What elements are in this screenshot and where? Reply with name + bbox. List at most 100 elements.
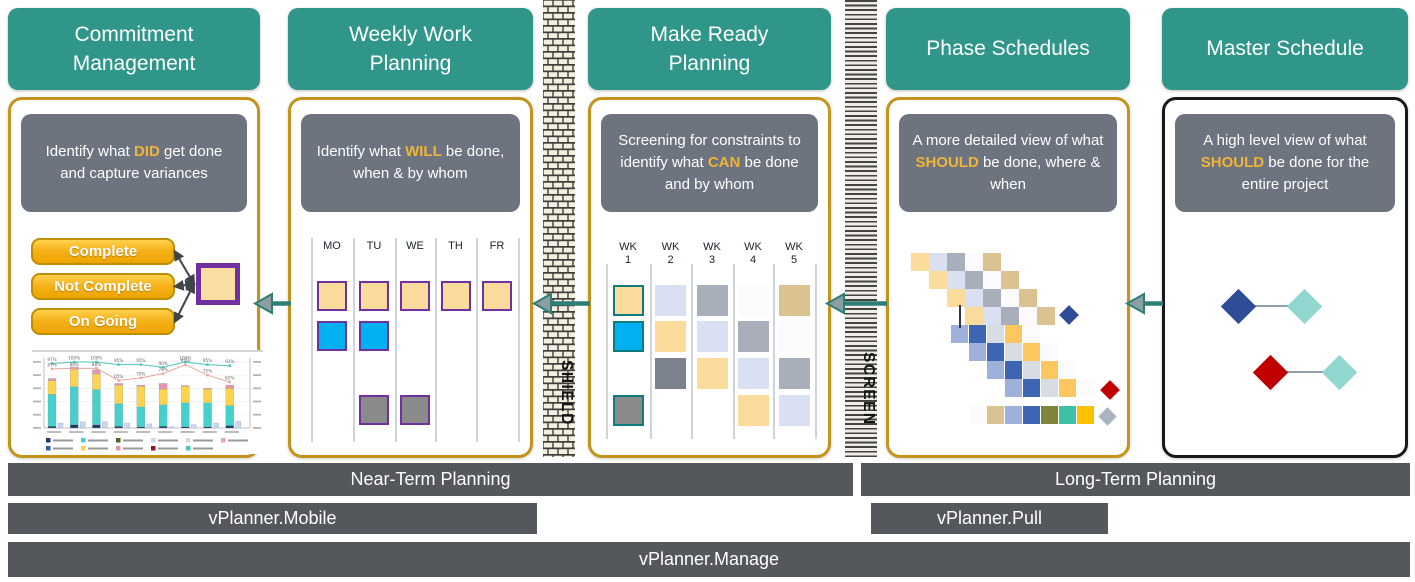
- svg-text:100%: 100%: [90, 356, 102, 361]
- column-title: Master Schedule: [1206, 37, 1364, 61]
- column-header-master-schedule: Master Schedule: [1162, 8, 1408, 90]
- desc-box-commitment: Identify what DID get done and capture v…: [21, 114, 247, 212]
- milestone-diamond: [1286, 288, 1322, 324]
- column-header-make-ready-planning: Make Ready Planning: [588, 8, 831, 90]
- milestone-diamond: [1220, 288, 1256, 324]
- screen-label: SCREEN: [860, 352, 877, 426]
- task-card: [737, 358, 769, 389]
- band-long-term-planning: Long-Term Planning: [861, 463, 1410, 496]
- phase-gantt-mosaic: [889, 100, 1133, 461]
- gantt-connector-line: [959, 305, 961, 328]
- svg-text:97%: 97%: [47, 357, 56, 362]
- svg-text:100%: 100%: [68, 356, 80, 361]
- gantt-cell: [911, 253, 929, 271]
- task-card: [612, 321, 644, 352]
- gantt-cell: [1019, 289, 1037, 307]
- gantt-cell: [1022, 406, 1041, 424]
- gantt-cell: [1022, 379, 1041, 397]
- svg-text:65%: 65%: [114, 374, 123, 379]
- day-column-divider: [435, 238, 437, 442]
- gantt-cell: [968, 325, 987, 343]
- gantt-cell: [968, 406, 987, 424]
- column-header-commitment-management: Commitment Management: [8, 8, 260, 90]
- week-column-divider: [691, 264, 693, 439]
- task-card: [655, 358, 686, 389]
- gantt-cell: [929, 253, 947, 271]
- column-title: Phase Schedules: [926, 37, 1090, 61]
- keyword-should: SHOULD: [1200, 154, 1265, 172]
- svg-text:95%: 95%: [181, 358, 190, 363]
- gantt-cell: [1004, 361, 1023, 379]
- gantt-cell: [1001, 271, 1019, 289]
- gantt-cell: [986, 361, 1005, 379]
- ppc-metrics-chart: 97%100%100%95%95%90%100%95%93%87%88%88%6…: [28, 350, 265, 454]
- task-card: [612, 285, 644, 316]
- desc-text: Identify what DID get done and capture v…: [45, 143, 223, 182]
- gantt-cell: [1001, 289, 1019, 307]
- week-column-divider: [650, 264, 652, 439]
- gantt-cell: [983, 307, 1001, 325]
- gantt-cell: [1022, 361, 1041, 379]
- gantt-cell: [983, 289, 1001, 307]
- svg-text:88%: 88%: [70, 362, 79, 367]
- gantt-cell: [1076, 406, 1095, 424]
- status-connector-arrows: [172, 249, 197, 324]
- svg-text:70%: 70%: [136, 371, 145, 376]
- task-card: [778, 285, 810, 316]
- milestone-diamond: [1100, 380, 1120, 400]
- task-card: [737, 395, 769, 426]
- shield-label: SHIELD: [558, 360, 575, 426]
- day-column-divider: [311, 238, 313, 442]
- column-title: Commitment Management: [72, 22, 196, 75]
- day-label: TU: [366, 240, 382, 252]
- day-label: WE: [406, 240, 424, 252]
- gantt-cell: [965, 289, 983, 307]
- task-card: [696, 285, 728, 316]
- keyword-can: CAN: [707, 154, 741, 172]
- gantt-cell: [1040, 406, 1059, 424]
- svg-text:88%: 88%: [92, 362, 101, 367]
- column-header-phase-schedules: Phase Schedules: [886, 8, 1130, 90]
- day-column-divider: [395, 238, 397, 442]
- gantt-cell: [947, 253, 965, 271]
- day-label: TH: [448, 240, 463, 252]
- gantt-cell: [1040, 361, 1059, 379]
- desc-text: Identify what WILL be done, when & by wh…: [316, 143, 505, 182]
- status-button-on-going[interactable]: On Going: [31, 308, 175, 335]
- task-card: [778, 395, 810, 426]
- week-column-divider: [815, 264, 817, 439]
- gantt-cell: [965, 271, 983, 289]
- panel-master-schedule: A high level view of what SHOULD be done…: [1162, 97, 1408, 458]
- svg-text:95%: 95%: [136, 358, 145, 363]
- week-column-divider: [606, 264, 608, 439]
- status-button-complete[interactable]: Complete: [31, 238, 175, 265]
- gantt-cell: [929, 271, 947, 289]
- gantt-cell: [1058, 379, 1077, 397]
- task-card: [655, 285, 686, 316]
- gantt-cell: [1022, 343, 1041, 361]
- gantt-cell: [1004, 325, 1023, 343]
- week-column-divider: [733, 264, 735, 439]
- milestone-pairs: [1165, 100, 1411, 461]
- status-button-not-complete[interactable]: Not Complete: [31, 273, 175, 300]
- task-card: [737, 285, 769, 316]
- svg-text:95%: 95%: [114, 358, 123, 363]
- svg-text:100%: 100%: [179, 356, 191, 361]
- gantt-cell: [1004, 406, 1023, 424]
- task-card: [778, 358, 810, 389]
- task-card: [359, 281, 389, 311]
- band-near-term-planning: Near-Term Planning: [8, 463, 853, 496]
- task-card: [400, 395, 430, 425]
- desc-text: A high level view of what SHOULD be done…: [1200, 132, 1370, 193]
- week-column-divider: [773, 264, 775, 439]
- gantt-cell: [1037, 307, 1055, 325]
- band-vplanner-manage: vPlanner.Manage: [8, 542, 1410, 577]
- day-column-divider: [476, 238, 478, 442]
